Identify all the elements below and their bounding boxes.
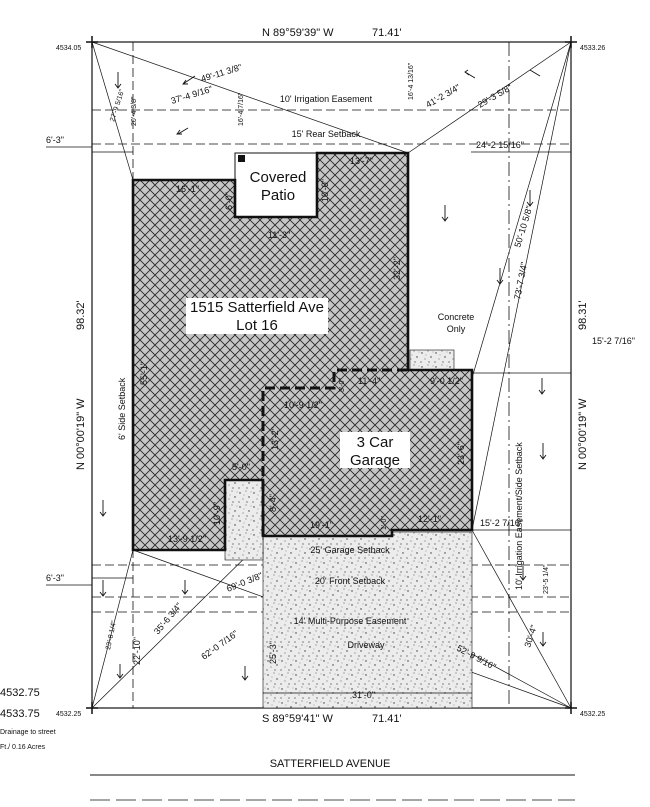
corner-ne-elev: 4533.26	[580, 45, 605, 52]
svg-text:19'-1": 19'-1"	[310, 520, 333, 530]
svg-text:13'-7": 13'-7"	[350, 156, 373, 166]
side-setback-label: 6' Side Setback	[117, 377, 127, 440]
corner-nw-elev: 4534.05	[56, 45, 81, 52]
svg-text:13'-9 1/2": 13'-9 1/2"	[168, 534, 206, 544]
svg-text:32'-2": 32'-2"	[392, 257, 402, 280]
garage-label-1: 3 Car	[357, 434, 394, 451]
svg-text:23'-5 1/4": 23'-5 1/4"	[543, 564, 550, 594]
house-lot: Lot 16	[236, 317, 278, 334]
svg-text:10'-9 1/2": 10'-9 1/2"	[284, 400, 322, 410]
svg-text:23'-8 1/4": 23'-8 1/4"	[105, 620, 118, 651]
svg-text:16'-4 7/16": 16'-4 7/16"	[238, 92, 245, 126]
concrete-label-2: Only	[447, 324, 466, 334]
svg-text:27'-9 5/16": 27'-9 5/16"	[109, 88, 126, 122]
east-length: 98.31'	[577, 300, 589, 330]
concrete-pad	[409, 349, 455, 371]
svg-text:24'-2 15/16": 24'-2 15/16"	[476, 140, 524, 150]
svg-text:20'-4 3/8": 20'-4 3/8"	[131, 96, 138, 126]
garage-outline	[261, 368, 408, 536]
dimension-lines	[46, 146, 571, 694]
street-name: SATTERFIELD AVENUE	[270, 758, 391, 770]
garage-setback-label: 25' Garage Setback	[310, 545, 390, 555]
svg-text:16'-4 13/16": 16'-4 13/16"	[408, 62, 415, 100]
irrigation-rear-label: 10' Irrigation Easement	[280, 94, 373, 104]
patio-label-1: Covered	[250, 169, 307, 186]
svg-text:73'-7 3/4": 73'-7 3/4"	[512, 261, 529, 300]
svg-text:35'-6 3/4": 35'-6 3/4"	[152, 601, 184, 637]
svg-text:62'-0 7/16": 62'-0 7/16"	[199, 628, 240, 661]
east-bearing: N 00°00'19" W	[577, 398, 589, 470]
svg-text:41'-2 3/4": 41'-2 3/4"	[424, 82, 462, 110]
driveway-label: Driveway	[347, 640, 385, 650]
corner-markers	[86, 36, 577, 714]
house-address: 1515 Satterfield Ave	[190, 299, 324, 316]
corner-se-elev: 4532.25	[580, 711, 605, 718]
svg-text:12'-1": 12'-1"	[418, 514, 441, 524]
multi-purpose-label: 14' Multi-Purpose Easement	[294, 616, 407, 626]
svg-text:37'-4 9/16": 37'-4 9/16"	[170, 84, 214, 106]
legend-elev-1: 4532.75	[0, 687, 40, 699]
svg-text:6'-3": 6'-3"	[46, 573, 64, 583]
north-length: 71.41'	[372, 27, 402, 39]
south-length: 71.41'	[372, 713, 402, 725]
svg-text:10'-0": 10'-0"	[320, 179, 330, 202]
legend-drainage: Drainage to street	[0, 729, 56, 736]
svg-text:6'-0": 6'-0"	[224, 192, 234, 210]
svg-text:15'-2 7/16": 15'-2 7/16"	[592, 336, 635, 346]
svg-text:6'-3": 6'-3"	[46, 135, 64, 145]
concrete-label-1: Concrete	[438, 312, 475, 322]
driveway	[262, 531, 473, 709]
svg-text:16'-1": 16'-1"	[176, 184, 199, 194]
svg-text:49'-11 3/8": 49'-11 3/8"	[200, 62, 243, 84]
front-entry-walk	[224, 479, 264, 561]
legend-area: Ft./ 0.16 Acres	[0, 744, 46, 751]
svg-text:15'-2 7/16": 15'-2 7/16"	[480, 518, 523, 528]
rear-setback-label: 15' Rear Setback	[292, 129, 361, 139]
corner-diagonals	[91, 41, 572, 709]
west-length: 98.32'	[75, 300, 87, 330]
svg-text:50'-10 5/8": 50'-10 5/8"	[512, 205, 534, 249]
garage-label-2: Garage	[350, 452, 400, 469]
legend-elev-2: 4533.75	[0, 708, 40, 720]
patio-label-2: Patio	[261, 187, 295, 204]
svg-text:3'-0": 3'-0"	[339, 378, 346, 392]
svg-text:11'-4": 11'-4"	[358, 376, 380, 386]
svg-text:23'-6": 23'-6"	[456, 442, 466, 465]
irrigation-side-label: 10' Irrigation Easement/Side Setback	[514, 442, 524, 590]
south-bearing: S 89°59'41" W	[262, 713, 334, 725]
svg-text:22'-10": 22'-10"	[132, 637, 142, 665]
svg-text:29'-3 5/8": 29'-3 5/8"	[476, 82, 514, 110]
svg-text:30'-4": 30'-4"	[522, 624, 539, 649]
svg-text:1'-0": 1'-0"	[381, 516, 388, 530]
front-setback-label: 20' Front Setback	[315, 576, 386, 586]
svg-text:25'-3": 25'-3"	[268, 641, 278, 664]
svg-text:8'-4": 8'-4"	[268, 494, 278, 512]
svg-text:13'-2": 13'-2"	[270, 427, 280, 450]
corner-sw-elev: 4532.25	[56, 711, 81, 718]
svg-text:5'-0": 5'-0"	[232, 462, 250, 472]
patio-post	[238, 155, 245, 162]
svg-text:9'-0 1/2": 9'-0 1/2"	[430, 376, 463, 386]
svg-text:31'-0": 31'-0"	[352, 690, 375, 700]
svg-text:10'-9": 10'-9"	[212, 502, 222, 525]
svg-text:11'-3": 11'-3"	[268, 230, 290, 240]
svg-text:55'-1": 55'-1"	[139, 362, 149, 385]
north-bearing: N 89°59'39" W	[262, 27, 334, 39]
west-bearing: N 00°00'19" W	[75, 398, 87, 470]
drainage-arrows	[99, 69, 547, 681]
